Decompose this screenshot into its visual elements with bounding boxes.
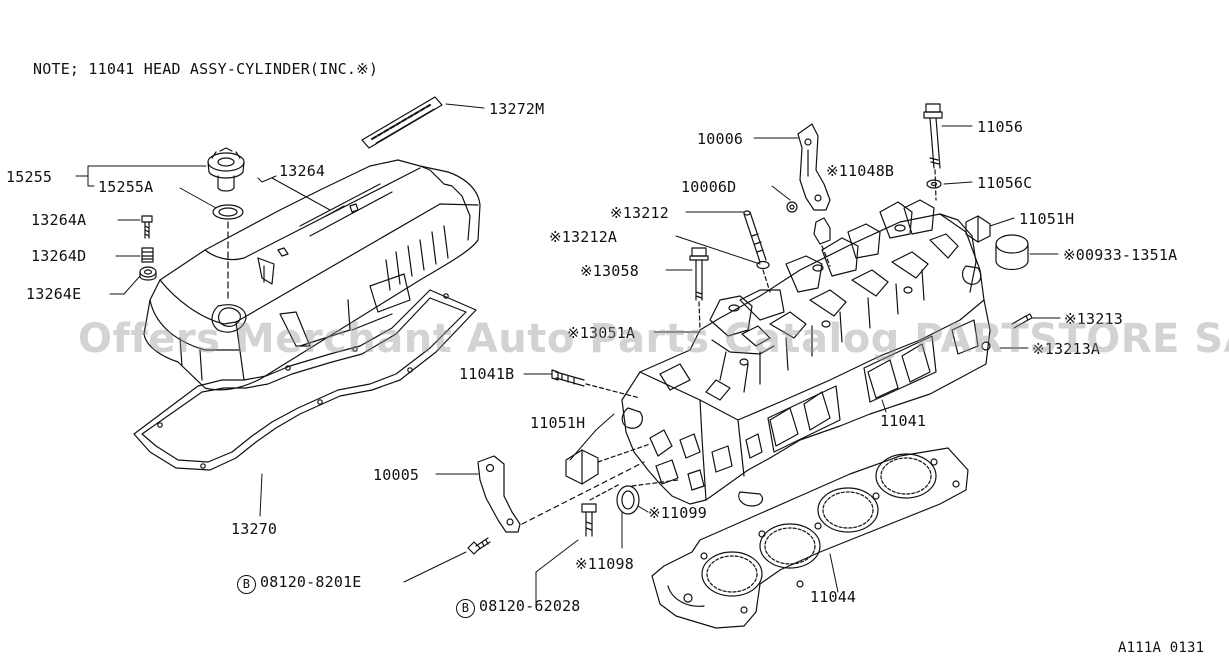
part-label-11041B: 11041B — [459, 365, 515, 383]
part-label-15255A: 15255A — [98, 178, 154, 196]
part-label-13213: ※13213 — [1064, 310, 1123, 328]
part-label-13264E: 13264E — [26, 285, 82, 303]
part-label-13264D: 13264D — [31, 247, 87, 265]
part-label-13213A: ※13213A — [1032, 340, 1101, 358]
watermark-text: Offers Merchant Auto Parts Catalog PARTS… — [78, 316, 1229, 362]
diagram-note: NOTE; 11041 HEAD ASSY-CYLINDER(INC.※) — [33, 60, 379, 78]
part-number-08120-8201E: 08120-8201E — [260, 573, 362, 591]
plug-11051H-right — [965, 215, 991, 243]
part-label-11098: ※11098 — [575, 555, 634, 573]
oil-filler-cap-15255 — [207, 147, 245, 192]
leader-lines — [75, 103, 1061, 605]
part-label-13051A: ※13051A — [567, 324, 636, 342]
part-label-15255: 15255 — [6, 168, 53, 186]
part-label-11048B: ※11048B — [826, 162, 895, 180]
plug-11051H-left — [565, 443, 651, 485]
part-label-11056C: 11056C — [977, 174, 1033, 192]
bolt-13264A — [141, 215, 153, 239]
washer-10006D — [786, 201, 798, 213]
rocker-cover-13264 — [143, 159, 481, 391]
rocker-cover-gasket-13270 — [133, 289, 477, 471]
bracket-10006 — [797, 123, 831, 211]
bracket-10005 — [477, 455, 645, 533]
seal-ring-15255A — [212, 204, 244, 220]
part-number-08120-62028: 08120-62028 — [479, 597, 581, 615]
part-label-13270: 13270 — [231, 520, 278, 538]
part-label-10006D: 10006D — [681, 178, 737, 196]
bolt-marker-b-icon: B — [456, 599, 475, 618]
part-label-10005: 10005 — [373, 466, 420, 484]
cylinder-head-11041 — [621, 199, 991, 507]
part-label-11051H-left: 11051H — [530, 414, 586, 432]
head-gasket-11044 — [651, 447, 969, 629]
part-label-11099: ※11099 — [648, 504, 707, 522]
part-label-13264: 13264 — [279, 162, 326, 180]
diagram-reference-code: A111A 0131 — [1118, 640, 1205, 656]
part-label-11044: 11044 — [810, 588, 857, 606]
part-label-13264A: 13264A — [31, 211, 87, 229]
seal-11099 — [616, 479, 679, 515]
washer-13264E — [139, 266, 157, 281]
bolt-08120-8201E — [467, 537, 491, 555]
nameplate-13272M — [361, 96, 443, 149]
part-label-11051H-right: 11051H — [1019, 210, 1075, 228]
grommet-13264D — [141, 247, 154, 263]
stud-13212 — [743, 210, 767, 263]
nut-13212A — [756, 260, 771, 293]
washer-11056C — [926, 179, 942, 189]
part-label-00933-1351A: ※00933-1351A — [1063, 246, 1178, 264]
part-label-11041: 11041 — [880, 412, 927, 430]
plug-11048B — [813, 217, 831, 267]
part-label-11056: 11056 — [977, 118, 1024, 136]
part-label-13272M: 13272M — [489, 100, 545, 118]
part-label-13212: ※13212 — [610, 204, 669, 222]
head-bolt-13058 — [689, 247, 709, 331]
bolt-11098 — [581, 483, 621, 537]
cap-00933-1351A — [995, 234, 1029, 271]
bolt-marker-b-icon: B — [237, 575, 256, 594]
part-label-13212A: ※13212A — [549, 228, 618, 246]
part-label-13058: ※13058 — [580, 262, 639, 280]
bolt-11041B — [551, 369, 641, 399]
part-label-10006: 10006 — [697, 130, 744, 148]
